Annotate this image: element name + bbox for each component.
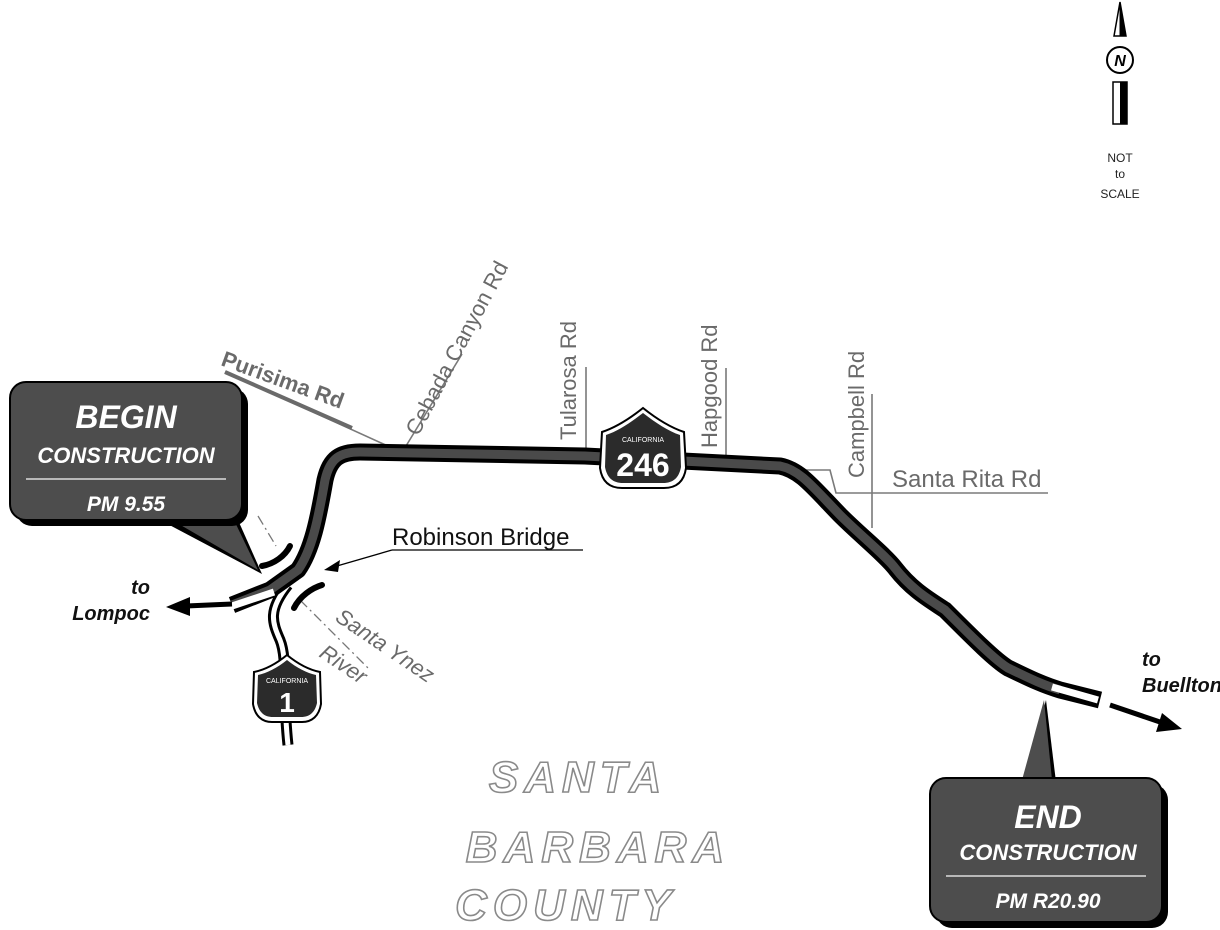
route-1-state-label: CALIFORNIA [266, 678, 308, 685]
route-246-shield-icon: CALIFORNIA 246 [598, 406, 688, 489]
to-buellton-arrow-icon [1109, 702, 1182, 732]
highway-246-route [228, 443, 1103, 709]
route-246-number: 246 [616, 447, 669, 483]
scale-note-line1: NOT [1107, 151, 1133, 165]
route-1-shield-icon: CALIFORNIA 1 [251, 653, 323, 723]
end-construction-callout: END CONSTRUCTION PM R20.90 [929, 700, 1168, 928]
end-subtitle: CONSTRUCTION [959, 840, 1137, 865]
north-letter: N [1114, 53, 1126, 70]
end-postmile: PM R20.90 [995, 890, 1100, 913]
side-roads [224, 353, 1048, 528]
route-246-state-label: CALIFORNIA [622, 437, 664, 444]
to-buellton-label-to: to [1142, 649, 1161, 671]
county-label-line3: COUNTY [455, 881, 677, 930]
robinson-bridge-icon [259, 543, 325, 611]
santa-ynez-river [257, 515, 369, 669]
tularosa-road-label: Tularosa Rd [556, 321, 581, 440]
end-title: END [1014, 799, 1082, 835]
county-label-line2: BARBARA [466, 823, 730, 872]
scale-note-line2: to [1115, 167, 1125, 181]
to-lompoc-label-place: Lompoc [72, 603, 150, 625]
route-1-number: 1 [279, 687, 295, 718]
to-lompoc-arrow-icon [166, 597, 233, 616]
to-lompoc-label-to: to [131, 577, 150, 599]
begin-construction-callout: BEGIN CONSTRUCTION PM 9.55 [9, 381, 262, 574]
robinson-bridge-leader [324, 549, 583, 572]
begin-subtitle: CONSTRUCTION [37, 443, 215, 468]
santa-rita-road-label: Santa Rita Rd [892, 466, 1041, 493]
scale-note-line3: SCALE [1100, 187, 1139, 201]
robinson-bridge-label: Robinson Bridge [392, 524, 569, 551]
county-label-line1: SANTA [489, 753, 667, 802]
begin-postmile: PM 9.55 [87, 493, 166, 516]
cebada-canyon-road-label: Cebada Canyon Rd [400, 257, 513, 439]
north-arrow-icon: N [1106, 1, 1134, 125]
campbell-road-label: Campbell Rd [844, 351, 869, 478]
river-label-line2: River [315, 639, 373, 689]
purisima-road-line [224, 370, 353, 430]
begin-title: BEGIN [75, 399, 177, 435]
hapgood-road-label: Hapgood Rd [697, 324, 722, 448]
to-buellton-label-place: Buellton [1142, 675, 1220, 697]
